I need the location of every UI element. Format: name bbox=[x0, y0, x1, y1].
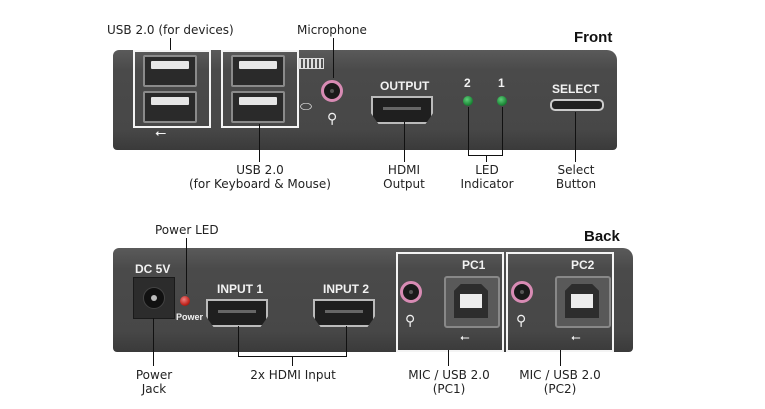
callout-mic-usb-pc2: MIC / USB 2.0 (PC2) bbox=[515, 368, 605, 396]
callout-line: HDMI bbox=[387, 163, 421, 177]
leader-line bbox=[346, 326, 347, 356]
leader-line bbox=[186, 238, 187, 294]
usb-icon: ⭠ bbox=[460, 330, 470, 344]
callout-line: (PC1) bbox=[432, 382, 466, 396]
power-marking: Power bbox=[176, 312, 204, 322]
hdmi-output-port bbox=[371, 96, 433, 124]
input-1-marking: INPUT 1 bbox=[217, 282, 264, 296]
leader-line bbox=[468, 155, 503, 156]
usb-a-port bbox=[231, 91, 285, 123]
callout-line: Indicator bbox=[460, 177, 514, 191]
callout-power-jack: Power Jack bbox=[126, 368, 182, 396]
pc2-usb-b-port bbox=[555, 276, 611, 328]
leader-line bbox=[486, 155, 487, 162]
pc1-highlight bbox=[396, 252, 504, 352]
leader-line bbox=[292, 356, 293, 366]
led-1-marking: 1 bbox=[498, 76, 505, 90]
usb-icon: ⭠ bbox=[155, 125, 167, 141]
leader-line bbox=[468, 107, 469, 155]
callout-line: MIC / USB 2.0 bbox=[519, 368, 601, 382]
microphone-icon: ⚲ bbox=[327, 111, 338, 127]
callout-power-led: Power LED bbox=[155, 223, 219, 237]
leader-line bbox=[170, 38, 171, 50]
callout-line: Select bbox=[557, 163, 595, 177]
leader-line bbox=[575, 112, 576, 162]
keyboard-icon bbox=[298, 58, 324, 69]
callout-mic-usb-pc1: MIC / USB 2.0 (PC1) bbox=[404, 368, 494, 396]
usb-a-port bbox=[143, 91, 197, 123]
usb-devices-highlight bbox=[133, 50, 211, 128]
pc1-marking: PC1 bbox=[462, 258, 486, 272]
callout-usb-devices: USB 2.0 (for devices) bbox=[107, 23, 234, 37]
microphone-jack bbox=[321, 80, 343, 102]
leader-line bbox=[153, 318, 154, 366]
leader-line bbox=[404, 122, 405, 162]
pc2-marking: PC2 bbox=[571, 258, 595, 272]
callout-usb-kbm: USB 2.0 (for Keyboard & Mouse) bbox=[188, 163, 332, 191]
callout-hdmi-output: HDMI Output bbox=[374, 163, 434, 191]
led-indicator-1 bbox=[497, 96, 507, 106]
callout-line: Power bbox=[135, 368, 173, 382]
callout-line: LED bbox=[475, 163, 499, 177]
callout-line: Output bbox=[383, 177, 425, 191]
front-title: Front bbox=[574, 29, 613, 46]
hdmi-input-1-port bbox=[206, 299, 268, 327]
callout-microphone: Microphone bbox=[297, 23, 367, 37]
usb-a-port bbox=[143, 55, 197, 87]
input-2-marking: INPUT 2 bbox=[323, 282, 370, 296]
led-indicator-2 bbox=[463, 96, 473, 106]
leader-line bbox=[238, 326, 239, 356]
hdmi-input-2-port bbox=[313, 299, 375, 327]
callout-line: MIC / USB 2.0 bbox=[408, 368, 490, 382]
leader-line bbox=[259, 124, 260, 162]
usb-a-port bbox=[231, 55, 285, 87]
usb-icon: ⭠ bbox=[571, 330, 581, 344]
leader-line bbox=[560, 350, 561, 366]
dc-marking: DC 5V bbox=[135, 262, 171, 276]
output-marking: OUTPUT bbox=[380, 79, 430, 93]
microphone-icon: ⚲ bbox=[405, 313, 416, 329]
led-2-marking: 2 bbox=[464, 76, 471, 90]
callout-line: USB 2.0 bbox=[236, 163, 284, 177]
leader-line bbox=[502, 107, 503, 155]
power-jack bbox=[133, 277, 175, 319]
select-button[interactable] bbox=[550, 99, 604, 111]
select-marking: SELECT bbox=[552, 82, 600, 96]
callout-line: Button bbox=[555, 177, 597, 191]
power-led bbox=[180, 296, 190, 306]
callout-led-indicator: LED Indicator bbox=[456, 163, 518, 191]
callout-line: (PC2) bbox=[543, 382, 577, 396]
pc1-usb-b-port bbox=[444, 276, 500, 328]
back-title: Back bbox=[584, 228, 620, 245]
mouse-icon: ⬭ bbox=[300, 99, 312, 115]
leader-line bbox=[448, 350, 449, 366]
leader-line bbox=[333, 38, 334, 78]
callout-line: (for Keyboard & Mouse) bbox=[188, 177, 331, 191]
pc2-mic-jack bbox=[511, 281, 533, 303]
callout-line: Jack bbox=[141, 382, 167, 396]
front-panel bbox=[113, 50, 617, 150]
callout-select-button: Select Button bbox=[548, 163, 604, 191]
usb-kbm-highlight bbox=[221, 50, 299, 128]
callout-hdmi-input: 2x HDMI Input bbox=[250, 368, 336, 382]
microphone-icon: ⚲ bbox=[516, 313, 527, 329]
pc1-mic-jack bbox=[400, 281, 422, 303]
